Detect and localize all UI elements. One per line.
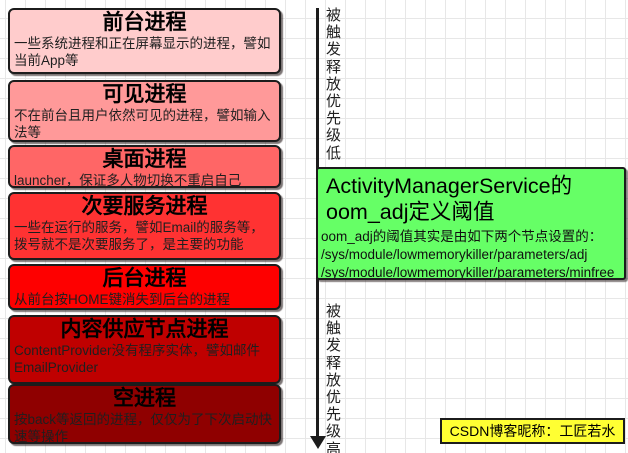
arrow-label-top: 被触发释放优先级低 [326, 7, 342, 162]
process-box-title: 内容供应节点进程 [60, 318, 229, 341]
process-box-desc: launcher，保证多人物切换不重启自己 [14, 172, 242, 188]
arrow-label-bottom: 被触发释放优先级高 [326, 303, 342, 453]
process-box-title: 后台进程 [102, 267, 187, 290]
oom-adj-info-line: /sys/module/lowmemorykiller/parameters/a… [321, 247, 588, 263]
process-box-title: 可见进程 [102, 83, 187, 106]
oom-adj-info-box: ActivityManagerService的oom_adj定义阈值 oom_a… [316, 167, 626, 280]
oom-adj-info-body: oom_adj的阈值其实是由如下两个节点设置的： /sys/module/low… [318, 225, 624, 280]
process-box: 前台进程一些系统进程和正在屏幕显示的进程，譬如当前App等 [8, 8, 281, 74]
csdn-watermark-text: CSDN博客昵称：工匠若水 [449, 423, 616, 439]
process-box-desc: 从前台按HOME键消失到后台的进程 [14, 291, 230, 307]
priority-arrow-head-down-icon [310, 436, 326, 449]
process-box-desc: 按back等返回的进程，仅仅为了下次启动快速等操作 [14, 411, 273, 444]
process-box: 可见进程不在前台且用户依然可见的进程，譬如输入法等 [8, 80, 281, 142]
process-box-desc: 一些系统进程和正在屏幕显示的进程，譬如当前App等 [14, 35, 271, 68]
process-box: 次要服务进程一些在运行的服务，譬如Email的服务等，拨号就不是次要服务了，是主… [8, 192, 281, 260]
process-box: 后台进程从前台按HOME键消失到后台的进程 [8, 264, 281, 310]
oom-adj-info-line: /sys/module/lowmemorykiller/parameters/m… [321, 265, 615, 280]
process-box-title: 前台进程 [102, 11, 187, 34]
process-box-title: 次要服务进程 [81, 195, 208, 218]
process-box-desc: 一些在运行的服务，譬如Email的服务等，拨号就不是次要服务了，是主要的功能 [14, 219, 264, 252]
oom-adj-info-title: ActivityManagerService的oom_adj定义阈值 [326, 174, 573, 225]
process-box-desc: ContentProvider没有程序实体，譬如邮件EmailProvider [14, 342, 261, 375]
process-box: 空进程按back等返回的进程，仅仅为了下次启动快速等操作 [8, 384, 281, 444]
process-box-desc: 不在前台且用户依然可见的进程，譬如输入法等 [14, 107, 271, 140]
process-box-title: 桌面进程 [102, 148, 187, 171]
process-box-title: 空进程 [113, 387, 176, 410]
csdn-watermark: CSDN博客昵称：工匠若水 [440, 418, 625, 444]
oom-adj-info-line: oom_adj的阈值其实是由如下两个节点设置的： [321, 229, 603, 245]
